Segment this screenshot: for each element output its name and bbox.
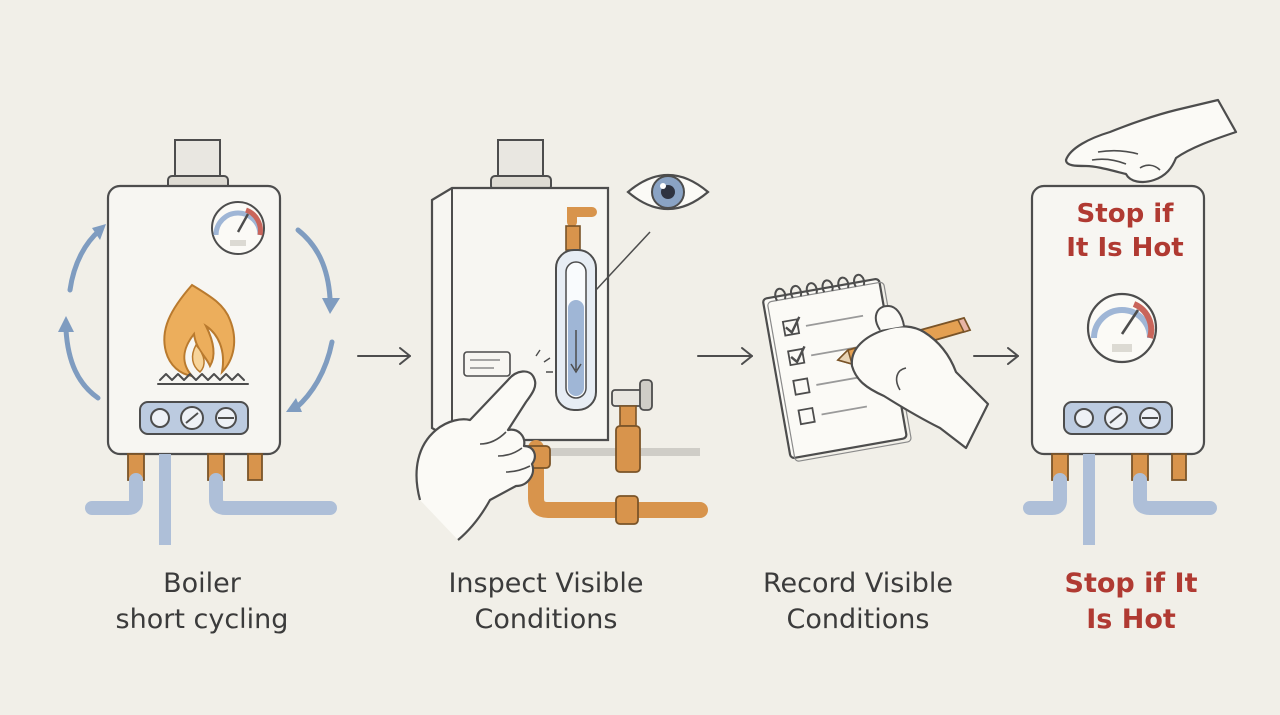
step-2-line1: Inspect Visible (448, 568, 644, 599)
step-caption-4: Stop if It Is Hot (1001, 566, 1261, 638)
hot-boiler-illustration (1023, 98, 1238, 545)
pressure-gauge-icon (1086, 292, 1158, 364)
pressure-gauge-icon (211, 201, 265, 255)
step-caption-2: Inspect Visible Conditions (416, 566, 676, 638)
cycling-arrows-icon (58, 224, 340, 412)
record-illustration (762, 273, 990, 462)
pointing-hand-icon (415, 349, 553, 541)
step-4-line2: Is Hot (1086, 604, 1176, 635)
boiler-short-cycling-illustration (58, 139, 340, 545)
boiler-warning-line1: Stop if (1077, 199, 1175, 229)
step-caption-3: Record Visible Conditions (728, 566, 988, 638)
step-2-line2: Conditions (474, 604, 618, 635)
sight-glass-icon (555, 249, 597, 411)
step-4-line1: Stop if It (1064, 568, 1198, 599)
eye-icon (626, 173, 710, 211)
boiler-warning-line2: It Is Hot (1066, 233, 1183, 263)
step-caption-1: Boiler short cycling (72, 566, 332, 638)
step-3-line1: Record Visible (762, 568, 954, 599)
flow-arrow-2 (697, 347, 753, 365)
inspect-illustration (415, 139, 710, 541)
step-1-line2: short cycling (115, 604, 289, 635)
flow-arrow-1 (357, 347, 411, 365)
step-3-line2: Conditions (786, 604, 930, 635)
writing-hand-icon (850, 304, 990, 450)
flame-icon (163, 283, 236, 378)
flow-arrow-3 (973, 347, 1019, 365)
hovering-hand-icon (1064, 98, 1238, 184)
step-1-line1: Boiler (163, 568, 241, 599)
